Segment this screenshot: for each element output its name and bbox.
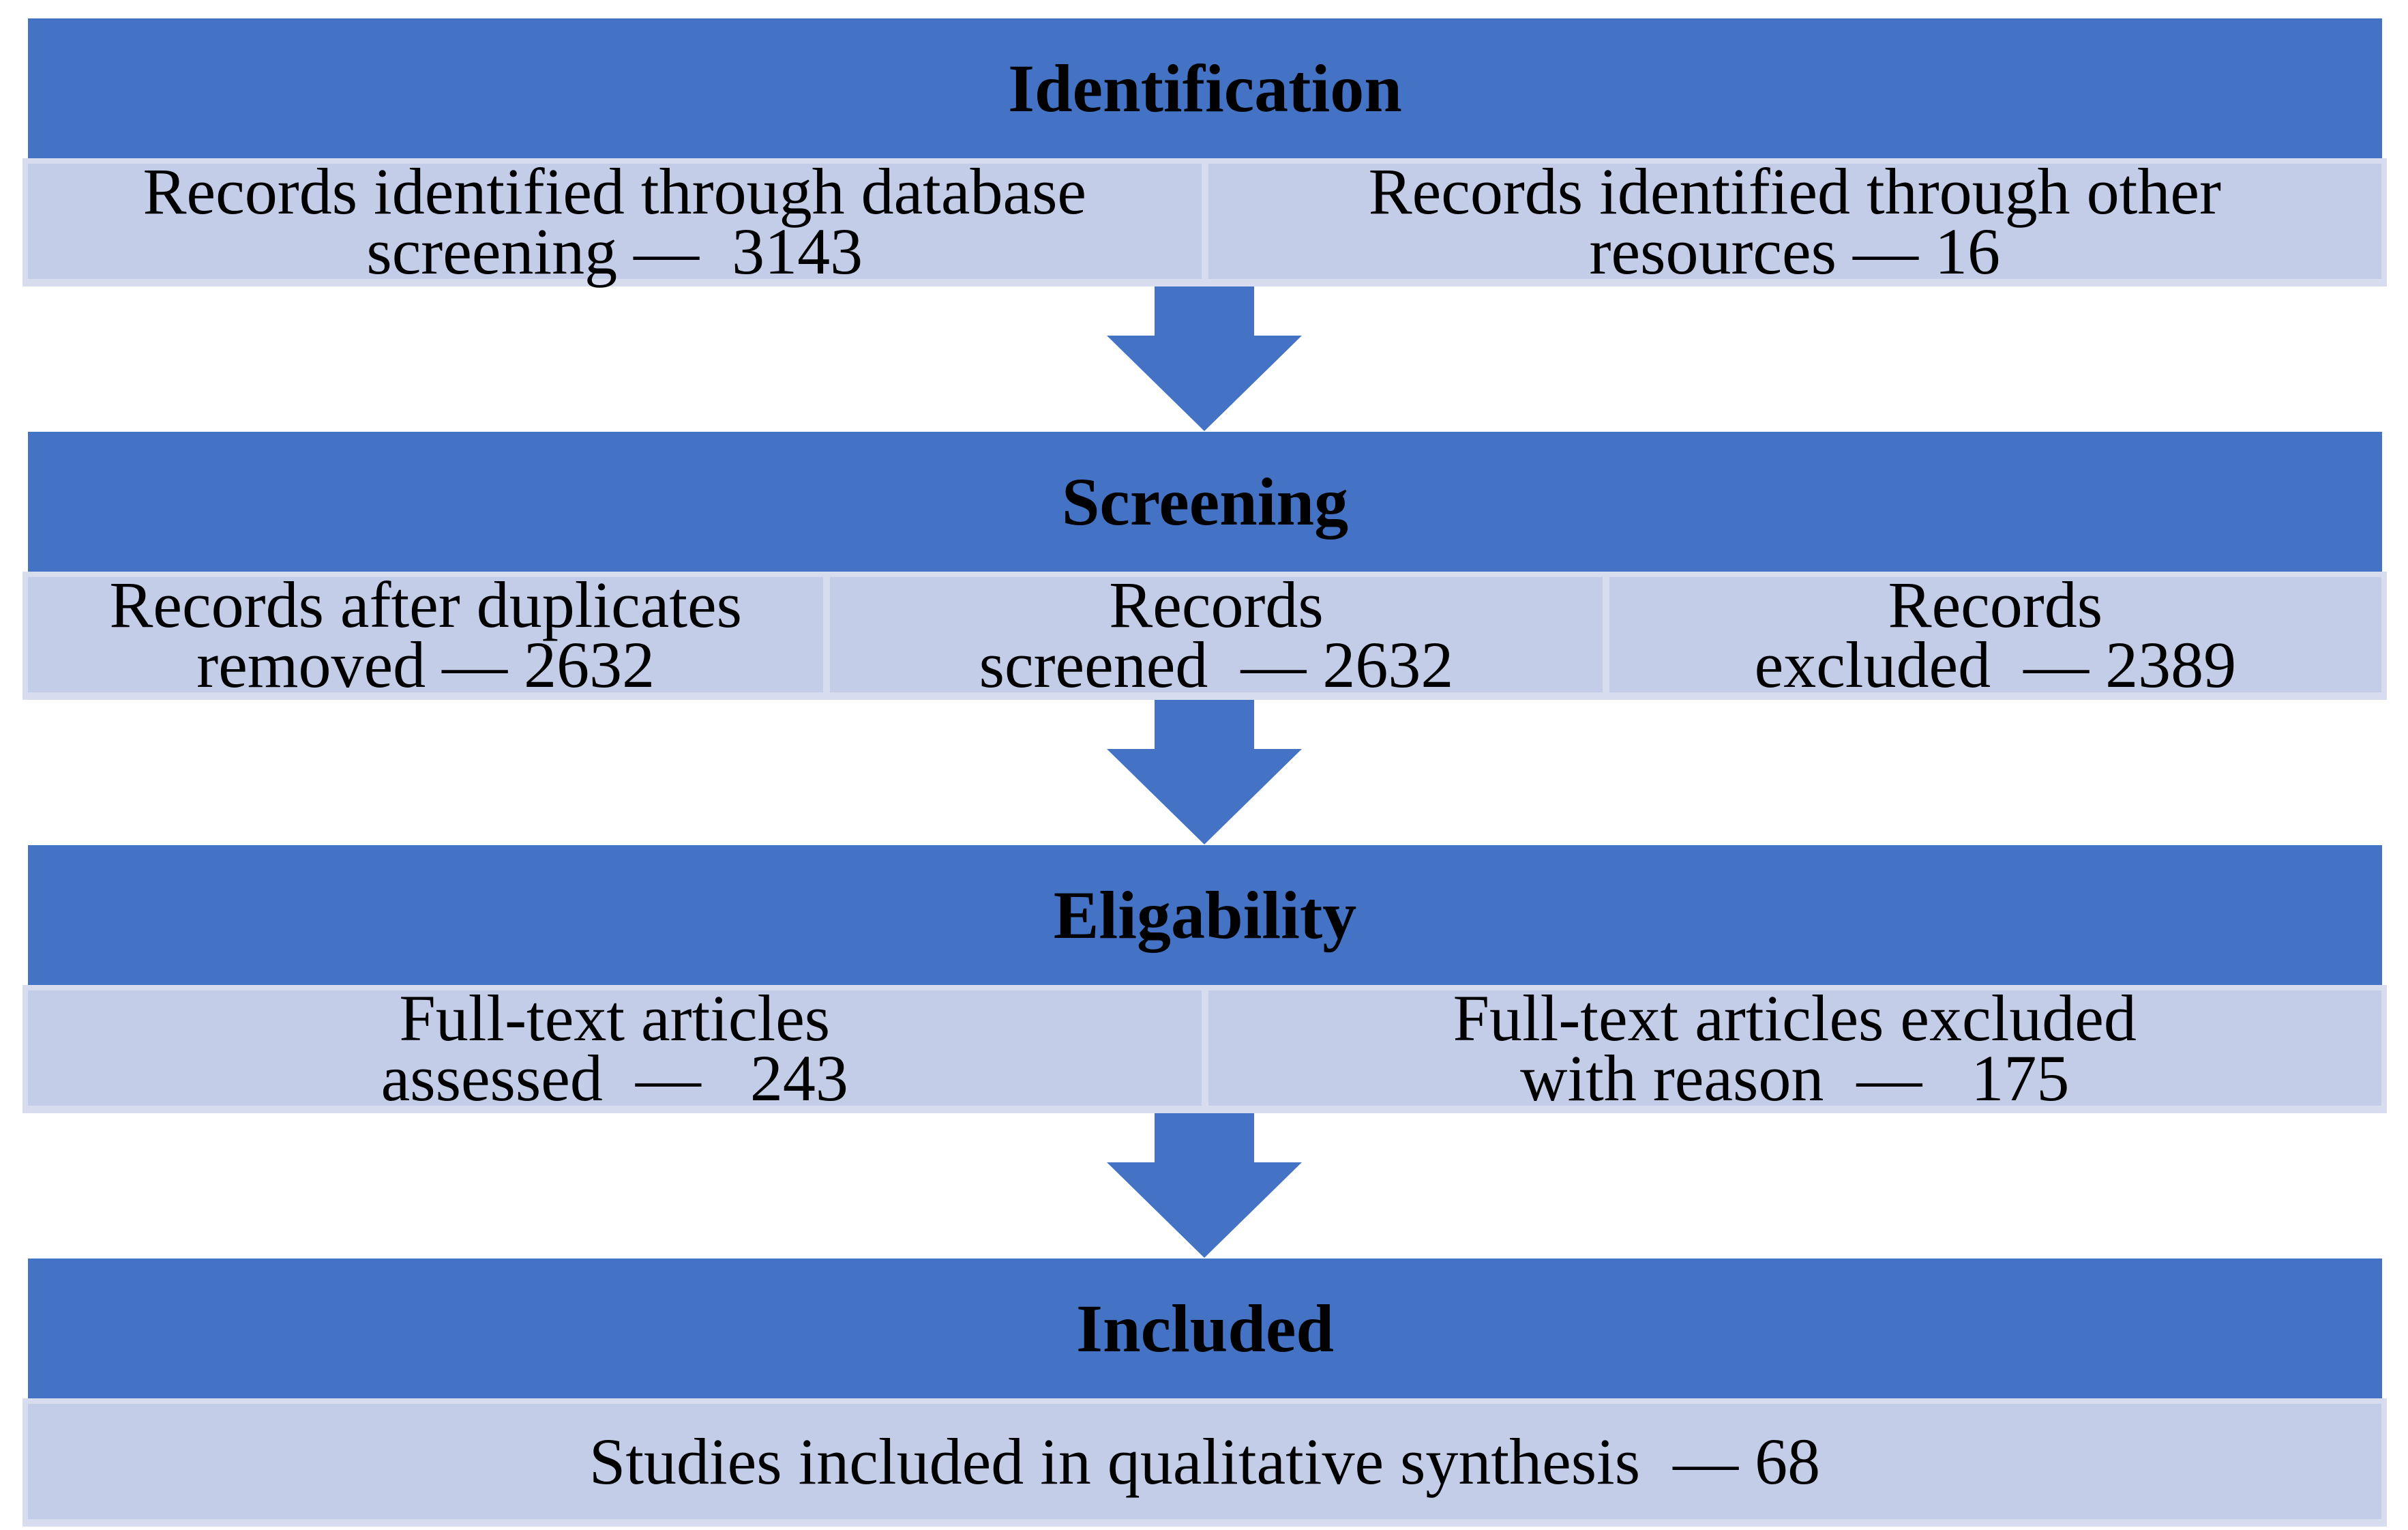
record-box-line: Full-text articles excluded xyxy=(1453,981,2137,1055)
record-box-line: Records after duplicates xyxy=(109,568,742,641)
record-box: Full-text articles excluded with reason … xyxy=(1208,981,2381,1115)
arrow-shaft xyxy=(1154,1113,1254,1162)
down-arrow-icon xyxy=(1106,700,1302,844)
record-box: Records screened — 2632 xyxy=(830,568,1603,701)
stage-included: Included Studies included in qualitative… xyxy=(0,1259,2408,1527)
arrow-gap xyxy=(0,286,2408,432)
cells-row-included: Studies included in qualitative synthesi… xyxy=(23,1398,2387,1527)
record-box-line: with reason — 175 xyxy=(1520,1041,2070,1115)
arrow-shaft xyxy=(1154,286,1254,336)
stage-title: Eligability xyxy=(1053,877,1357,953)
record-box-line: Full-text articles xyxy=(399,981,831,1055)
record-box-line: screening — 3143 xyxy=(366,214,863,288)
record-box-line: removed — 2632 xyxy=(196,628,655,701)
record-box: Studies included in qualitative synthesi… xyxy=(28,1404,2381,1519)
record-box-line: screened — 2632 xyxy=(979,628,1454,701)
arrow-gap xyxy=(0,700,2408,845)
stage-header-identification: Identification xyxy=(28,18,2382,158)
down-arrow-icon xyxy=(1106,1113,1302,1258)
stage-screening: Screening Records after duplicates remov… xyxy=(0,432,2408,700)
record-box-line: assessed — 243 xyxy=(381,1041,848,1115)
arrow-gap xyxy=(0,1113,2408,1259)
arrow-shaft xyxy=(1154,700,1254,749)
record-box-line: resources — 16 xyxy=(1589,214,2000,288)
stage-identification: Identification Records identified throug… xyxy=(0,18,2408,286)
cells-row-screening: Records after duplicates removed — 2632 … xyxy=(23,572,2387,700)
arrow-head xyxy=(1106,1162,1302,1258)
stage-header-screening: Screening xyxy=(28,432,2382,572)
record-box-line: Records xyxy=(1888,568,2103,641)
record-box-line: Studies included in qualitative synthesi… xyxy=(589,1424,1821,1498)
record-box-line: Records identified through database xyxy=(143,154,1087,228)
record-box: Full-text articles assessed — 243 xyxy=(28,981,1202,1115)
record-box: Records after duplicates removed — 2632 xyxy=(28,568,824,701)
arrow-head xyxy=(1106,336,1302,431)
cells-row-identification: Records identified through database scre… xyxy=(23,158,2387,286)
record-box: Records identified through other resourc… xyxy=(1208,154,2381,288)
down-arrow-icon xyxy=(1106,286,1302,431)
stage-eligability: Eligability Full-text articles assessed … xyxy=(0,845,2408,1113)
stage-title: Identification xyxy=(1008,50,1402,126)
stage-header-eligability: Eligability xyxy=(28,845,2382,985)
record-box: Records excluded — 2389 xyxy=(1609,568,2381,701)
stage-title: Screening xyxy=(1061,463,1349,540)
record-box: Records identified through database scre… xyxy=(28,154,1202,288)
record-box-line: Records identified through other xyxy=(1368,154,2221,228)
cells-row-eligability: Full-text articles assessed — 243 Full-t… xyxy=(23,985,2387,1113)
stage-header-included: Included xyxy=(28,1259,2382,1398)
arrow-head xyxy=(1106,749,1302,844)
stage-title: Included xyxy=(1076,1290,1334,1366)
record-box-line: excluded — 2389 xyxy=(1754,628,2237,701)
record-box-line: Records xyxy=(1109,568,1324,641)
